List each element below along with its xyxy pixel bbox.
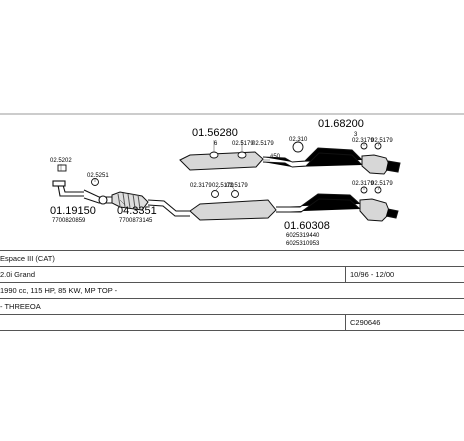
upper-rear-section [291, 147, 401, 175]
catalytic-converter [111, 191, 149, 211]
part-number-01-19150: 01.19150 [50, 205, 96, 217]
part-sub1-01-60308: 6025319440 [286, 233, 320, 239]
leader-lines [60, 140, 381, 206]
part-sub-04-3351: 7700873145 [119, 218, 153, 224]
fixings [57, 141, 382, 198]
label-02-5179-a: 02.5179 [232, 141, 254, 147]
row-spec: 1990 cc, 115 HP, 85 KW, MP TOP - [0, 282, 464, 298]
label-02-3179-a: 02.3179 [352, 138, 374, 144]
part-number-04-3351: 04.3351 [117, 205, 157, 217]
vehicle-date-range: 10/96 - 12/00 [350, 270, 395, 279]
part-sub-01-56280: 6 [214, 141, 218, 147]
label-02-5179-d: 02.5179 [371, 138, 393, 144]
fixing-labels: 02.5179 02.5179 02.5179 02.310 02.3179 0… [50, 137, 393, 189]
front-pipe [52, 180, 112, 205]
label-02-5179-c: 02.5179 [212, 183, 234, 189]
vehicle-notes: - THREEOA [0, 302, 41, 311]
label-02-5202: 02.5202 [50, 158, 72, 164]
label-02-5179-f: 02.5179 [226, 183, 248, 189]
label-02-310: 02.310 [289, 137, 308, 143]
vehicle-model: Espace III (CAT) [0, 254, 55, 263]
upper-middle-silencer [179, 151, 293, 171]
part-number-01-60308: 01.60308 [284, 220, 330, 232]
vehicle-spec: 1990 cc, 115 HP, 85 KW, MP TOP - [0, 286, 118, 295]
row-engine: 2.0i Grand 10/96 - 12/00 [0, 266, 464, 282]
part-number-01-68200: 01.68200 [318, 118, 364, 130]
column-divider [345, 315, 346, 330]
exhaust-system-diagram: 01.56280 6 01.68200 3 01.19150 770082085… [0, 113, 464, 247]
part-sub-01-19150: 7700820859 [52, 218, 86, 224]
row-notes: - THREEOA [0, 298, 464, 314]
label-02-5179-b: 02.5179 [252, 141, 274, 147]
label-02-3179-c: 02.3179 [190, 183, 212, 189]
column-divider [345, 267, 346, 282]
part-sub-01-68200: 3 [354, 132, 358, 138]
middle-rear-silencer [189, 193, 399, 222]
row-code: C290646 [0, 314, 464, 331]
system-code: C290646 [350, 318, 381, 327]
intermediate-pipe-lower [147, 199, 190, 217]
part-number-01-56280: 01.56280 [192, 127, 238, 139]
part-sub2-01-60308: 6025310953 [286, 241, 320, 247]
label-02-3179-b: 02.3179 [352, 181, 374, 187]
label-02-5251: 02.5251 [87, 173, 109, 179]
label-02-5179-e: 02.5179 [371, 181, 393, 187]
vehicle-engine: 2.0i Grand [0, 270, 36, 279]
row-model: Espace III (CAT) [0, 250, 464, 266]
label-50: #50 [270, 154, 281, 160]
vehicle-info-table: Espace III (CAT) 2.0i Grand 10/96 - 12/0… [0, 250, 464, 331]
